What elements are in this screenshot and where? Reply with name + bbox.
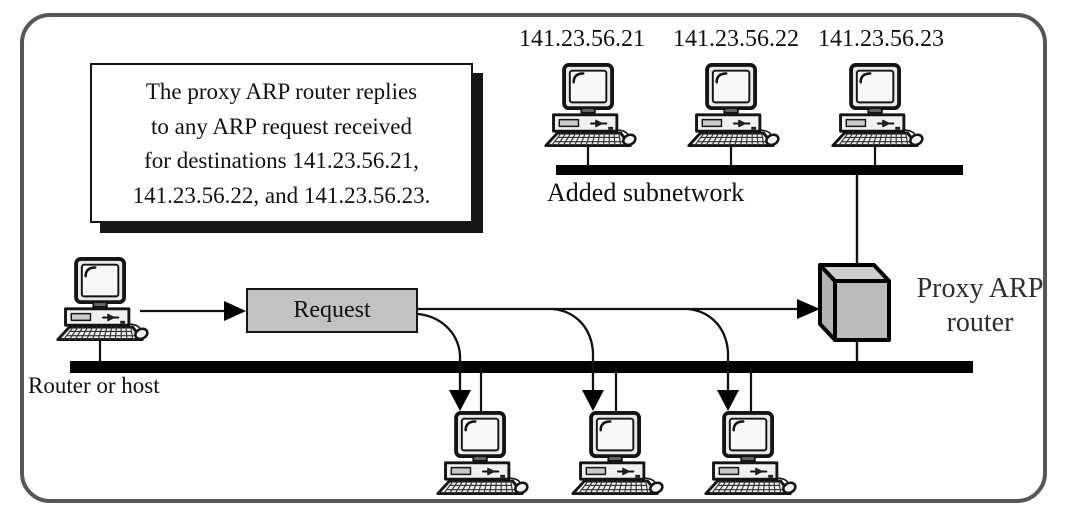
host-to-request-arrow bbox=[140, 301, 246, 321]
proxy-arp-router-label-line2: router bbox=[946, 307, 1014, 338]
computer-icon-subnet-2 bbox=[686, 63, 781, 149]
info-box-line-4: 141.23.56.22, and 141.23.56.23. bbox=[132, 182, 431, 208]
info-box: The proxy ARP router replies to any ARP … bbox=[90, 63, 473, 223]
computer-icon-subnet-1 bbox=[543, 63, 638, 149]
router-or-host-label: Router or host bbox=[28, 373, 160, 398]
request-box: Request bbox=[246, 288, 418, 333]
subnet-bus-bar bbox=[556, 165, 963, 175]
info-box-line-1: The proxy ARP router replies bbox=[145, 79, 418, 104]
router-cube-icon bbox=[818, 263, 891, 342]
info-box-line-3: for destinations 141.23.56.21, bbox=[144, 148, 419, 173]
proxy-arp-router-label-line1: Proxy ARP bbox=[916, 273, 1044, 304]
ip-label-1: 141.23.56.21 bbox=[519, 26, 645, 52]
computer-icon-router-or-host bbox=[55, 257, 150, 343]
proxy-arp-router-label: Proxy ARP router bbox=[900, 272, 1060, 340]
ip-label-3: 141.23.56.23 bbox=[818, 26, 944, 52]
main-bus-bar bbox=[70, 361, 973, 373]
branch-arrow-2 bbox=[552, 307, 604, 411]
computer-icon-bottom-1 bbox=[435, 411, 530, 497]
request-label: Request bbox=[293, 297, 371, 323]
branch-arrow-1 bbox=[417, 312, 471, 411]
subnet-host-stub-lines bbox=[586, 144, 877, 166]
info-box-line-2: to any ARP request received bbox=[150, 113, 413, 139]
diagram-outer-frame bbox=[20, 13, 1047, 503]
computer-icon-bottom-2 bbox=[570, 411, 665, 497]
branch-arrow-3 bbox=[687, 307, 739, 411]
computer-icon-subnet-3 bbox=[830, 63, 925, 149]
ip-label-2: 141.23.56.22 bbox=[673, 26, 799, 52]
request-to-router-arrow bbox=[418, 299, 820, 319]
bottom-host-stub-lines bbox=[479, 367, 753, 418]
added-subnetwork-label: Added subnetwork bbox=[547, 178, 745, 207]
computer-icon-bottom-3 bbox=[703, 411, 798, 497]
